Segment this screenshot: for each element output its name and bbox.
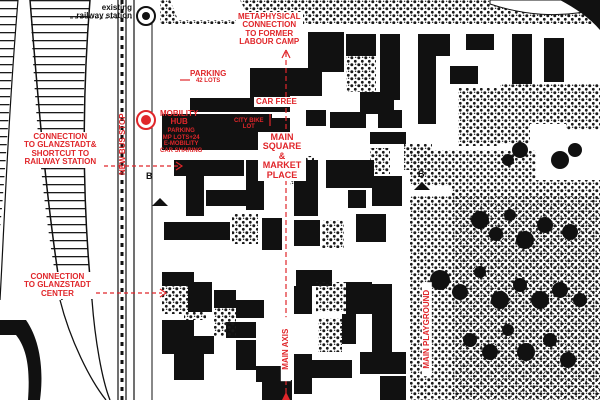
main-playground-label: MAIN PLAYGROUND — [421, 282, 433, 377]
glanzstadt-center-label: CONNECTION TO GLANZSTADT CENTER — [22, 272, 93, 300]
lower-dotted-plots — [162, 282, 346, 352]
trees — [430, 142, 587, 368]
railway-station-symbol — [136, 6, 156, 26]
new-bus-stop-label: NEW BUS STOP — [117, 113, 127, 176]
glanzstadt-shortcut-label: CONNECTION TO GLANZSTADT& SHORTCUT TO RA… — [22, 132, 99, 168]
main-axis-label: MAIN AXIS — [280, 317, 292, 382]
section-b-left-label: B — [146, 171, 153, 181]
axis-arrow-bottom — [282, 392, 290, 400]
lower-buildings — [162, 270, 406, 400]
mobility-hub-label: MOBILITY HUB — [160, 109, 199, 127]
upper-buildings — [190, 32, 564, 144]
mobility-details-label: PARKING MP LOTS+24 E-MOBILITY CAR SHARIN… — [160, 128, 203, 154]
parking-label: PARKING 42 LOTS — [190, 69, 227, 85]
section-b-right-label: B — [418, 169, 425, 179]
upper-dotted-plots — [232, 56, 600, 248]
section-marker-right — [414, 182, 430, 190]
mobility-hub-buildings — [162, 114, 402, 250]
main-square-label: MAIN SQUARE & MARKET PLACE — [258, 132, 306, 182]
railway-tracks — [0, 0, 111, 400]
mobility-hub-marker[interactable] — [136, 110, 156, 130]
existing-railway-station-label: existing railway station — [76, 3, 132, 21]
main-road — [117, 0, 153, 400]
car-free-label: CAR FREE — [254, 97, 299, 108]
city-bike-label: CITY BIKE LOT — [234, 118, 264, 131]
curved-track-bottom-left — [0, 320, 42, 400]
section-marker-left — [152, 198, 168, 206]
metaphysical-connection-label: METAPHYSICAL CONNECTION TO FORMER LABOUR… — [236, 12, 303, 48]
